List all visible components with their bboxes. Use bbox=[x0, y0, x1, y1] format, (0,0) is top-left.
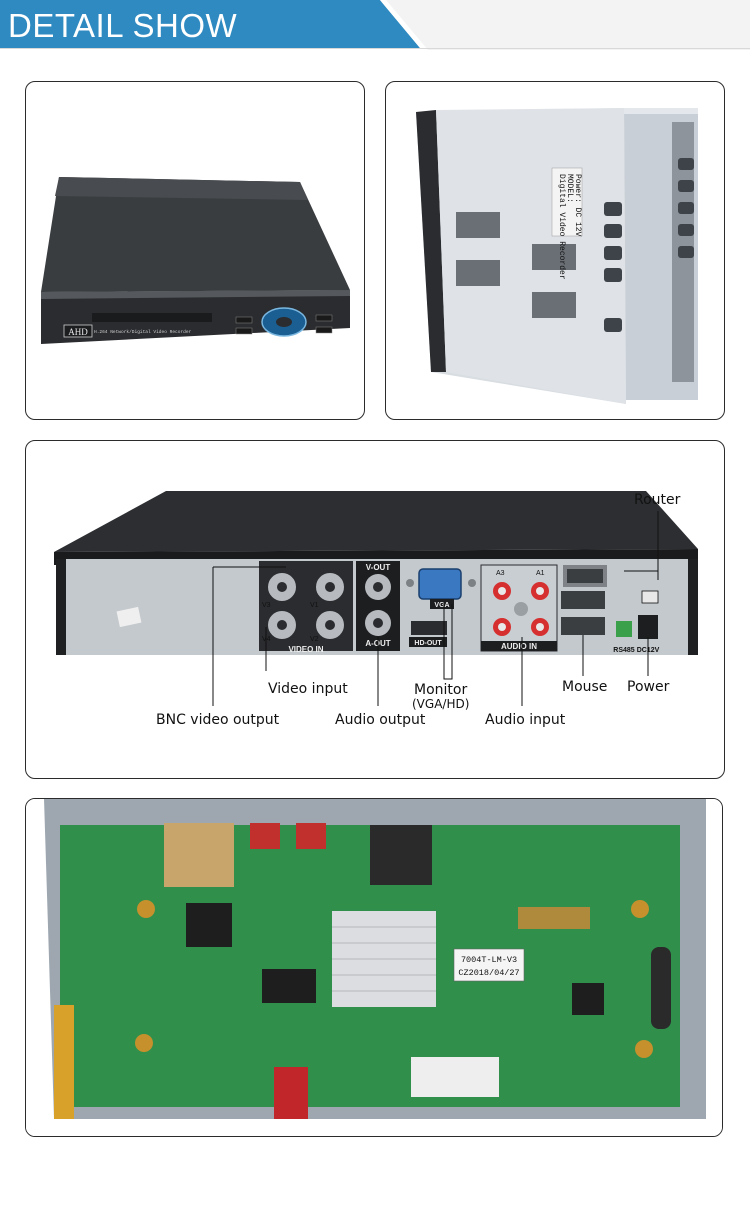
back-sticker-power: Power: DC 12V bbox=[573, 174, 582, 237]
dvr-front-image: AHD H.264 Network/Digital Video Recorder bbox=[41, 177, 350, 344]
label-v2: V2 bbox=[310, 636, 319, 643]
label-a1: A1 bbox=[536, 570, 545, 577]
back-view-card: Digital Video Recorder MODEL: Power: DC … bbox=[385, 81, 725, 420]
front-model-text: H.264 Network/Digital Video Recorder bbox=[94, 329, 192, 335]
front-brand-text: AHD bbox=[68, 327, 88, 337]
front-view-card: AHD H.264 Network/Digital Video Recorder bbox=[25, 81, 365, 420]
callout-monitor: Monitor bbox=[414, 682, 468, 698]
label-v1: V1 bbox=[310, 602, 319, 609]
callout-mouse: Mouse bbox=[562, 679, 608, 695]
rear-ports-card: V3 V1 V4 V2 VIDEO IN V-OUT A-OUT VGA HD-… bbox=[25, 440, 725, 779]
label-video-in: VIDEO IN bbox=[288, 645, 323, 654]
callout-audio-output: Audio output bbox=[335, 712, 426, 728]
dvr-rear-image: V3 V1 V4 V2 VIDEO IN V-OUT A-OUT VGA HD-… bbox=[54, 491, 698, 706]
callout-power: Power bbox=[627, 679, 670, 695]
label-hd-out: HD-OUT bbox=[414, 640, 442, 647]
back-sticker-title: Digital Video Recorder bbox=[557, 174, 566, 280]
label-a3: A3 bbox=[496, 570, 505, 577]
label-rs485: RS485 bbox=[613, 647, 635, 654]
callout-video-input: Video input bbox=[268, 681, 348, 697]
section-header: DETAIL SHOW bbox=[0, 0, 750, 50]
callout-bnc-video-output: BNC video output bbox=[156, 712, 280, 728]
dvr-bottom-image: Digital Video Recorder MODEL: Power: DC … bbox=[416, 108, 698, 404]
label-audio-in: AUDIO IN bbox=[501, 642, 537, 651]
label-vga: VGA bbox=[434, 602, 449, 609]
label-v3: V3 bbox=[262, 602, 271, 609]
callout-router: Router bbox=[634, 492, 681, 508]
back-sticker-model: MODEL: bbox=[565, 174, 574, 203]
callout-audio-input: Audio input bbox=[485, 712, 566, 728]
label-v-out: V-OUT bbox=[366, 563, 391, 572]
callout-monitor-sub: (VGA/HD) bbox=[412, 697, 470, 711]
header-title: DETAIL SHOW bbox=[8, 7, 238, 44]
board-label-line2: CZ2018/04/27 bbox=[458, 968, 519, 978]
pcb-card: 7004T-LM-V3 CZ2018/04/27 bbox=[25, 798, 723, 1137]
header-banner bbox=[0, 0, 750, 50]
pcb-image: 7004T-LM-V3 CZ2018/04/27 bbox=[26, 799, 722, 1136]
board-label-line1: 7004T-LM-V3 bbox=[461, 955, 517, 965]
